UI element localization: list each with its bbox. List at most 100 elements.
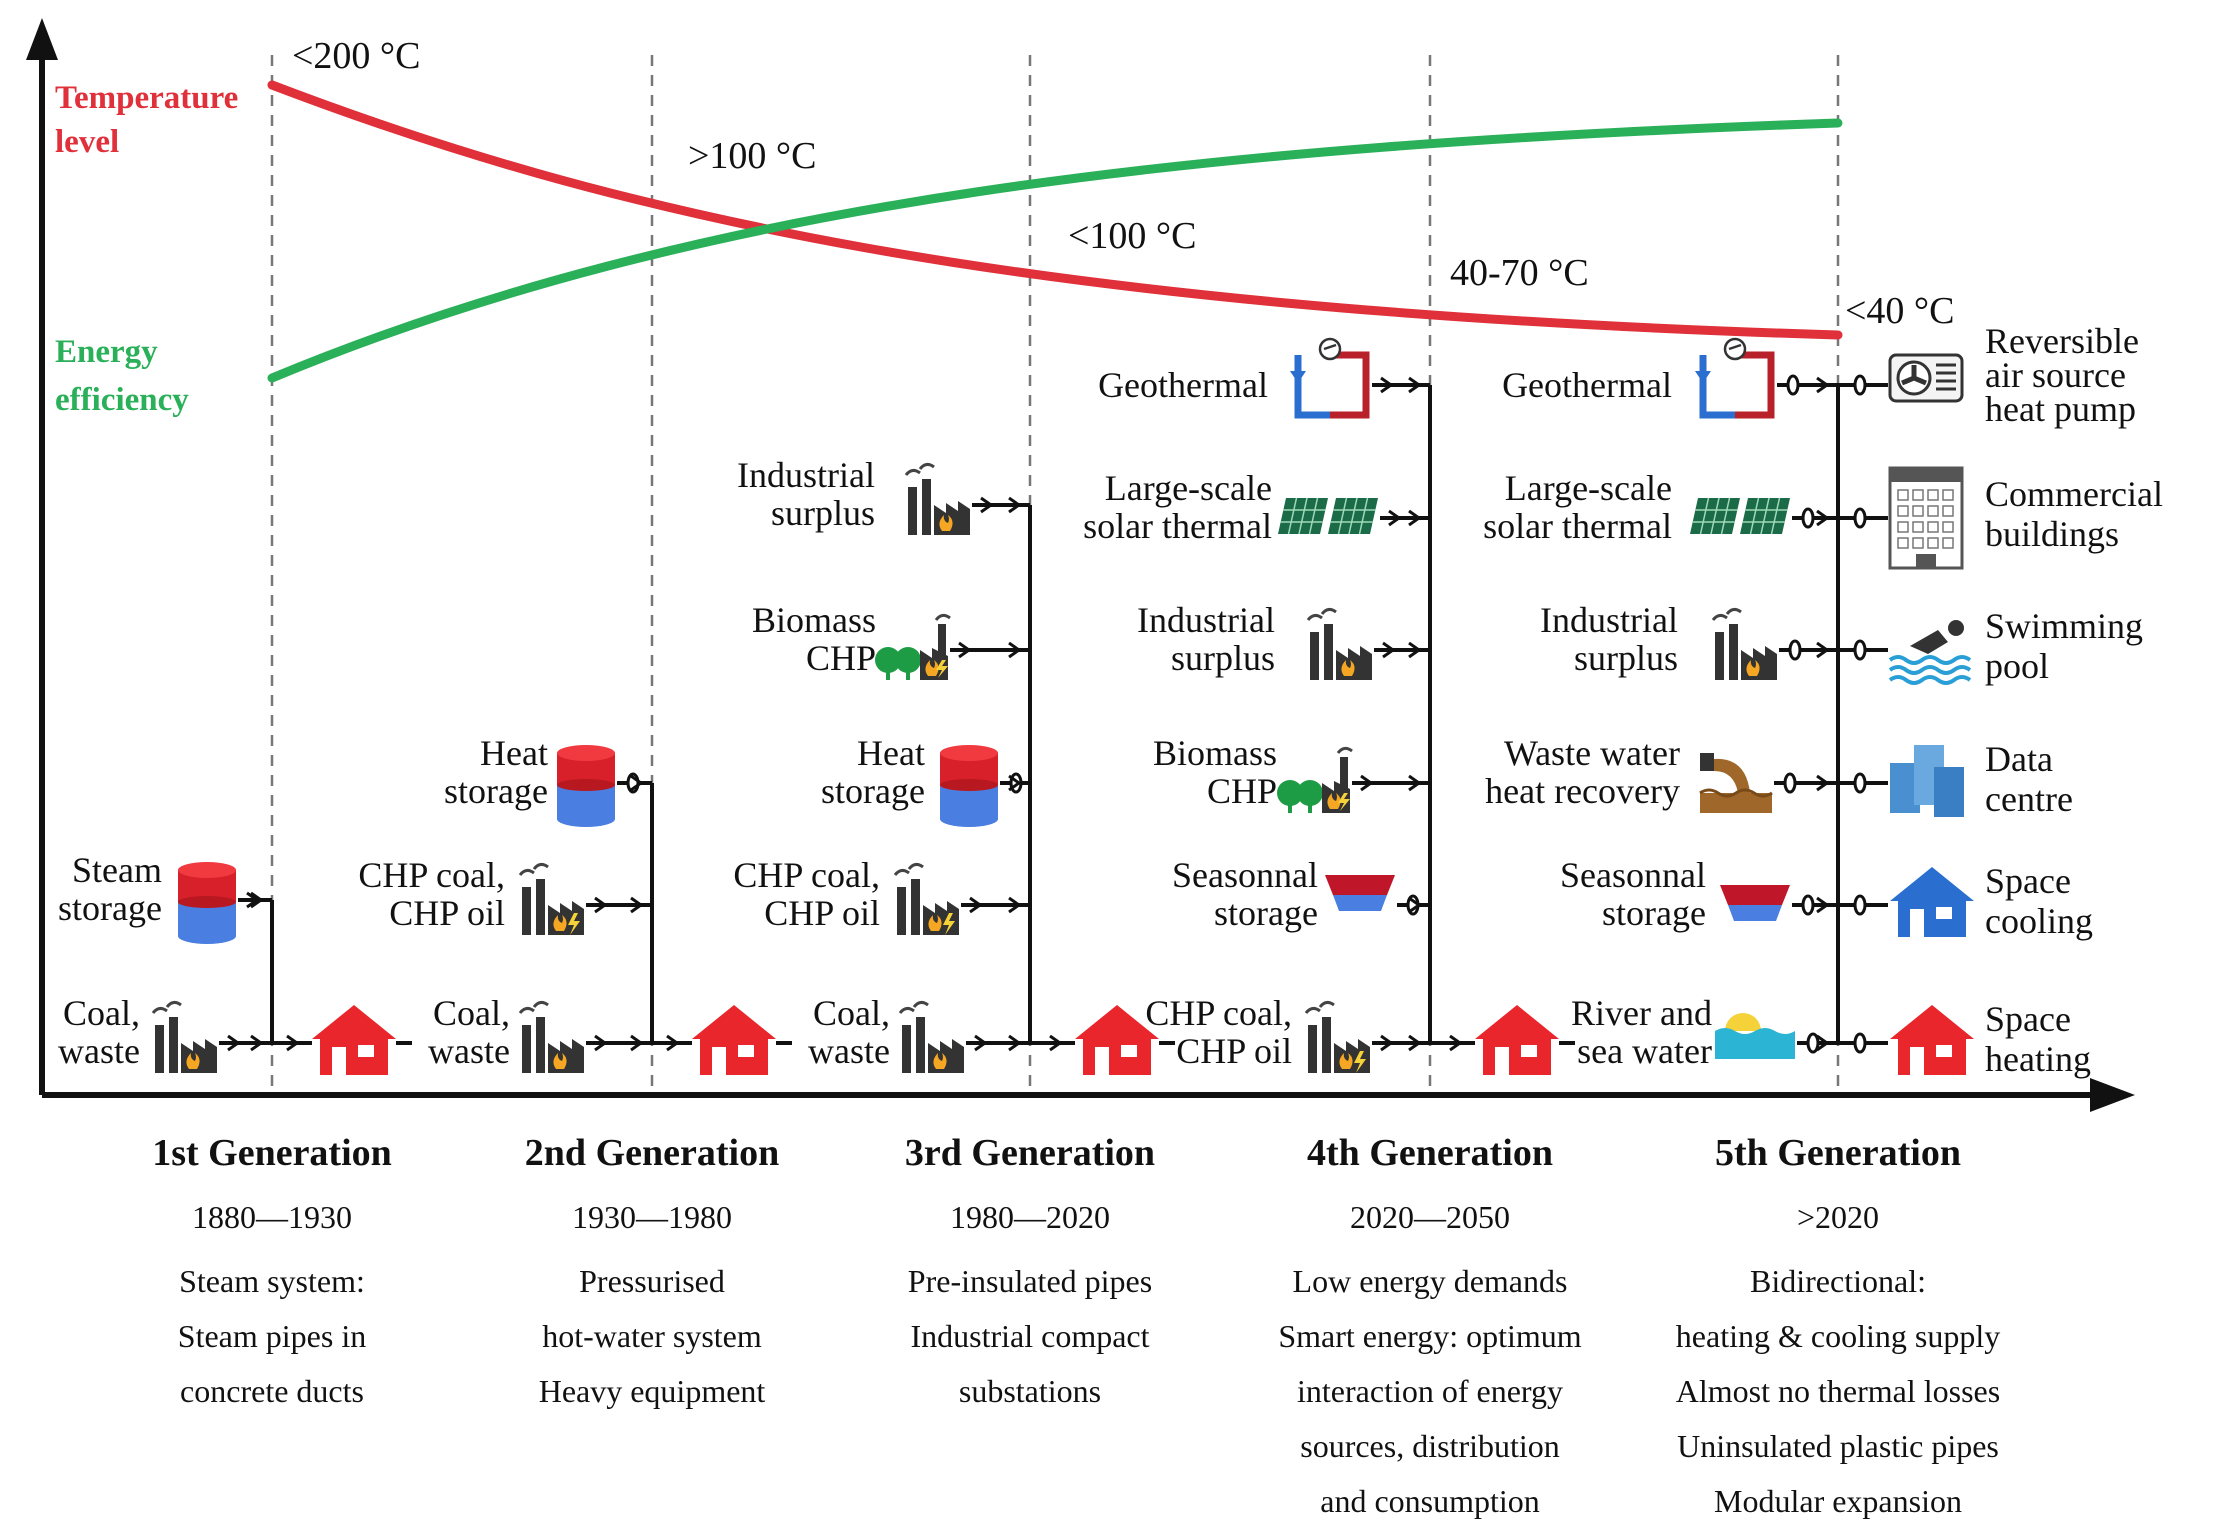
house-consumer-icon [1075,1005,1159,1075]
generation-desc-line: Low energy demands [1293,1263,1568,1299]
flow-arrow-icon [958,641,972,659]
source-label-line1: River and [1571,993,1712,1033]
flow-arrow-icon [1380,376,1394,394]
source-label-line2: storage [58,888,162,928]
generation-desc-line: substations [959,1373,1101,1409]
geothermal-icon [1290,337,1370,419]
generation-5-description: 5th Generation>2020Bidirectional:heating… [1676,1132,2000,1519]
flow-arrow-icon [227,1034,241,1052]
water-icon [1715,1013,1795,1059]
source-label-line2: CHP [1207,771,1277,811]
flow-arrow-icon [1388,509,1402,527]
source-label-line1: Heat [857,733,925,773]
source-label-line2: CHP oil [389,893,505,933]
temp-label-gen5: <40 °C [1845,290,1954,332]
source-label-line1: CHP coal, [733,855,880,895]
generation-desc-line: sources, distribution [1300,1428,1560,1464]
generation-period: 1930—1980 [572,1199,732,1235]
flow-arrow-icon [1408,376,1422,394]
valve-icon [1788,639,1802,661]
flow-arrow-icon [1008,496,1022,514]
valve-icon [1801,507,1815,529]
source-label-line2: surplus [771,493,875,533]
source-label-line2: CHP oil [764,893,880,933]
flow-arrow-icon [250,1034,264,1052]
flow-arrow-icon [1816,896,1830,914]
temp-label-gen4: 40-70 °C [1450,252,1589,294]
efficiency-curve [267,118,1843,383]
source-label-line1: Large-scale [1505,468,1672,508]
source-label-line2: waste [428,1031,510,1071]
flow-arrow-icon [630,1034,644,1052]
flow-arrow-icon [1816,774,1830,792]
valve-icon [1786,374,1800,396]
source-label: Geothermal [1098,365,1268,405]
swimmer-icon [1888,620,1972,685]
source-label: Geothermal [1502,365,1672,405]
source-chp-factory: CHP coal,CHP oil [358,855,652,935]
flow-arrow-icon [630,896,644,914]
flow-arrow-icon [1408,509,1422,527]
solar-panel-icon [1690,497,1790,535]
source-chp-factory: CHP coal,CHP oil [1145,993,1430,1073]
source-label-line2: sea water [1577,1031,1712,1071]
generation-period: 1880—1930 [192,1199,352,1235]
flow-arrow-icon [1049,1034,1063,1052]
consumer-label-line2: heating [1985,1039,2091,1079]
consumer-label-line1: Commercial [1985,474,2163,514]
flow-arrow-icon [246,891,260,909]
source-label-line1: Seasonnal [1560,855,1706,895]
valve-icon [1853,507,1867,529]
generation-desc-line: interaction of energy [1297,1373,1563,1409]
valve-icon [1806,1032,1820,1054]
generation-desc-line: Modular expansion [1714,1483,1962,1519]
house-cooling-icon [1890,867,1974,937]
storage-tank-icon [940,745,998,827]
y-axis-arrow-icon [26,18,58,60]
generation-title: 5th Generation [1715,1132,1961,1174]
flow-arrow-icon [286,1034,300,1052]
generation-desc-line: Steam pipes in [178,1318,366,1354]
source-label-line2: storage [821,771,925,811]
source-label-line1: CHP coal, [1145,993,1292,1033]
generation-desc-line: concrete ducts [180,1373,364,1409]
flow-arrow-icon [1816,641,1830,659]
temperature-label-1: Temperature [55,80,238,116]
chp-factory-icon [518,862,584,935]
generation-period: 1980—2020 [950,1199,1110,1235]
source-label-line2: waste [58,1031,140,1071]
flow-arrow-icon [1408,641,1422,659]
valve-icon [1853,772,1867,794]
consumer-label-line2: cooling [1985,901,2093,941]
chp-factory-icon [1304,1000,1370,1073]
source-label-line2: storage [444,771,548,811]
generation-desc-line: hot-water system [542,1318,762,1354]
temp-label-gen3: <100 °C [1068,215,1196,257]
house-consumer-icon [692,1005,776,1075]
source-label-line1: Coal, [813,993,890,1033]
generation-period: >2020 [1797,1199,1879,1235]
biomass-chp-icon [875,613,951,680]
source-label-line2: CHP oil [1176,1031,1292,1071]
factory-icon [518,1000,584,1073]
source-label-line1: Seasonnal [1172,855,1318,895]
efficiency-label-2: efficiency [55,382,189,418]
flow-arrow-icon [1008,1034,1022,1052]
generation-desc-line: Almost no thermal losses [1676,1373,2000,1409]
generation-desc-line: Heavy equipment [539,1373,766,1409]
factory-icon [898,1000,964,1073]
source-factory: Coal,waste [428,993,652,1073]
